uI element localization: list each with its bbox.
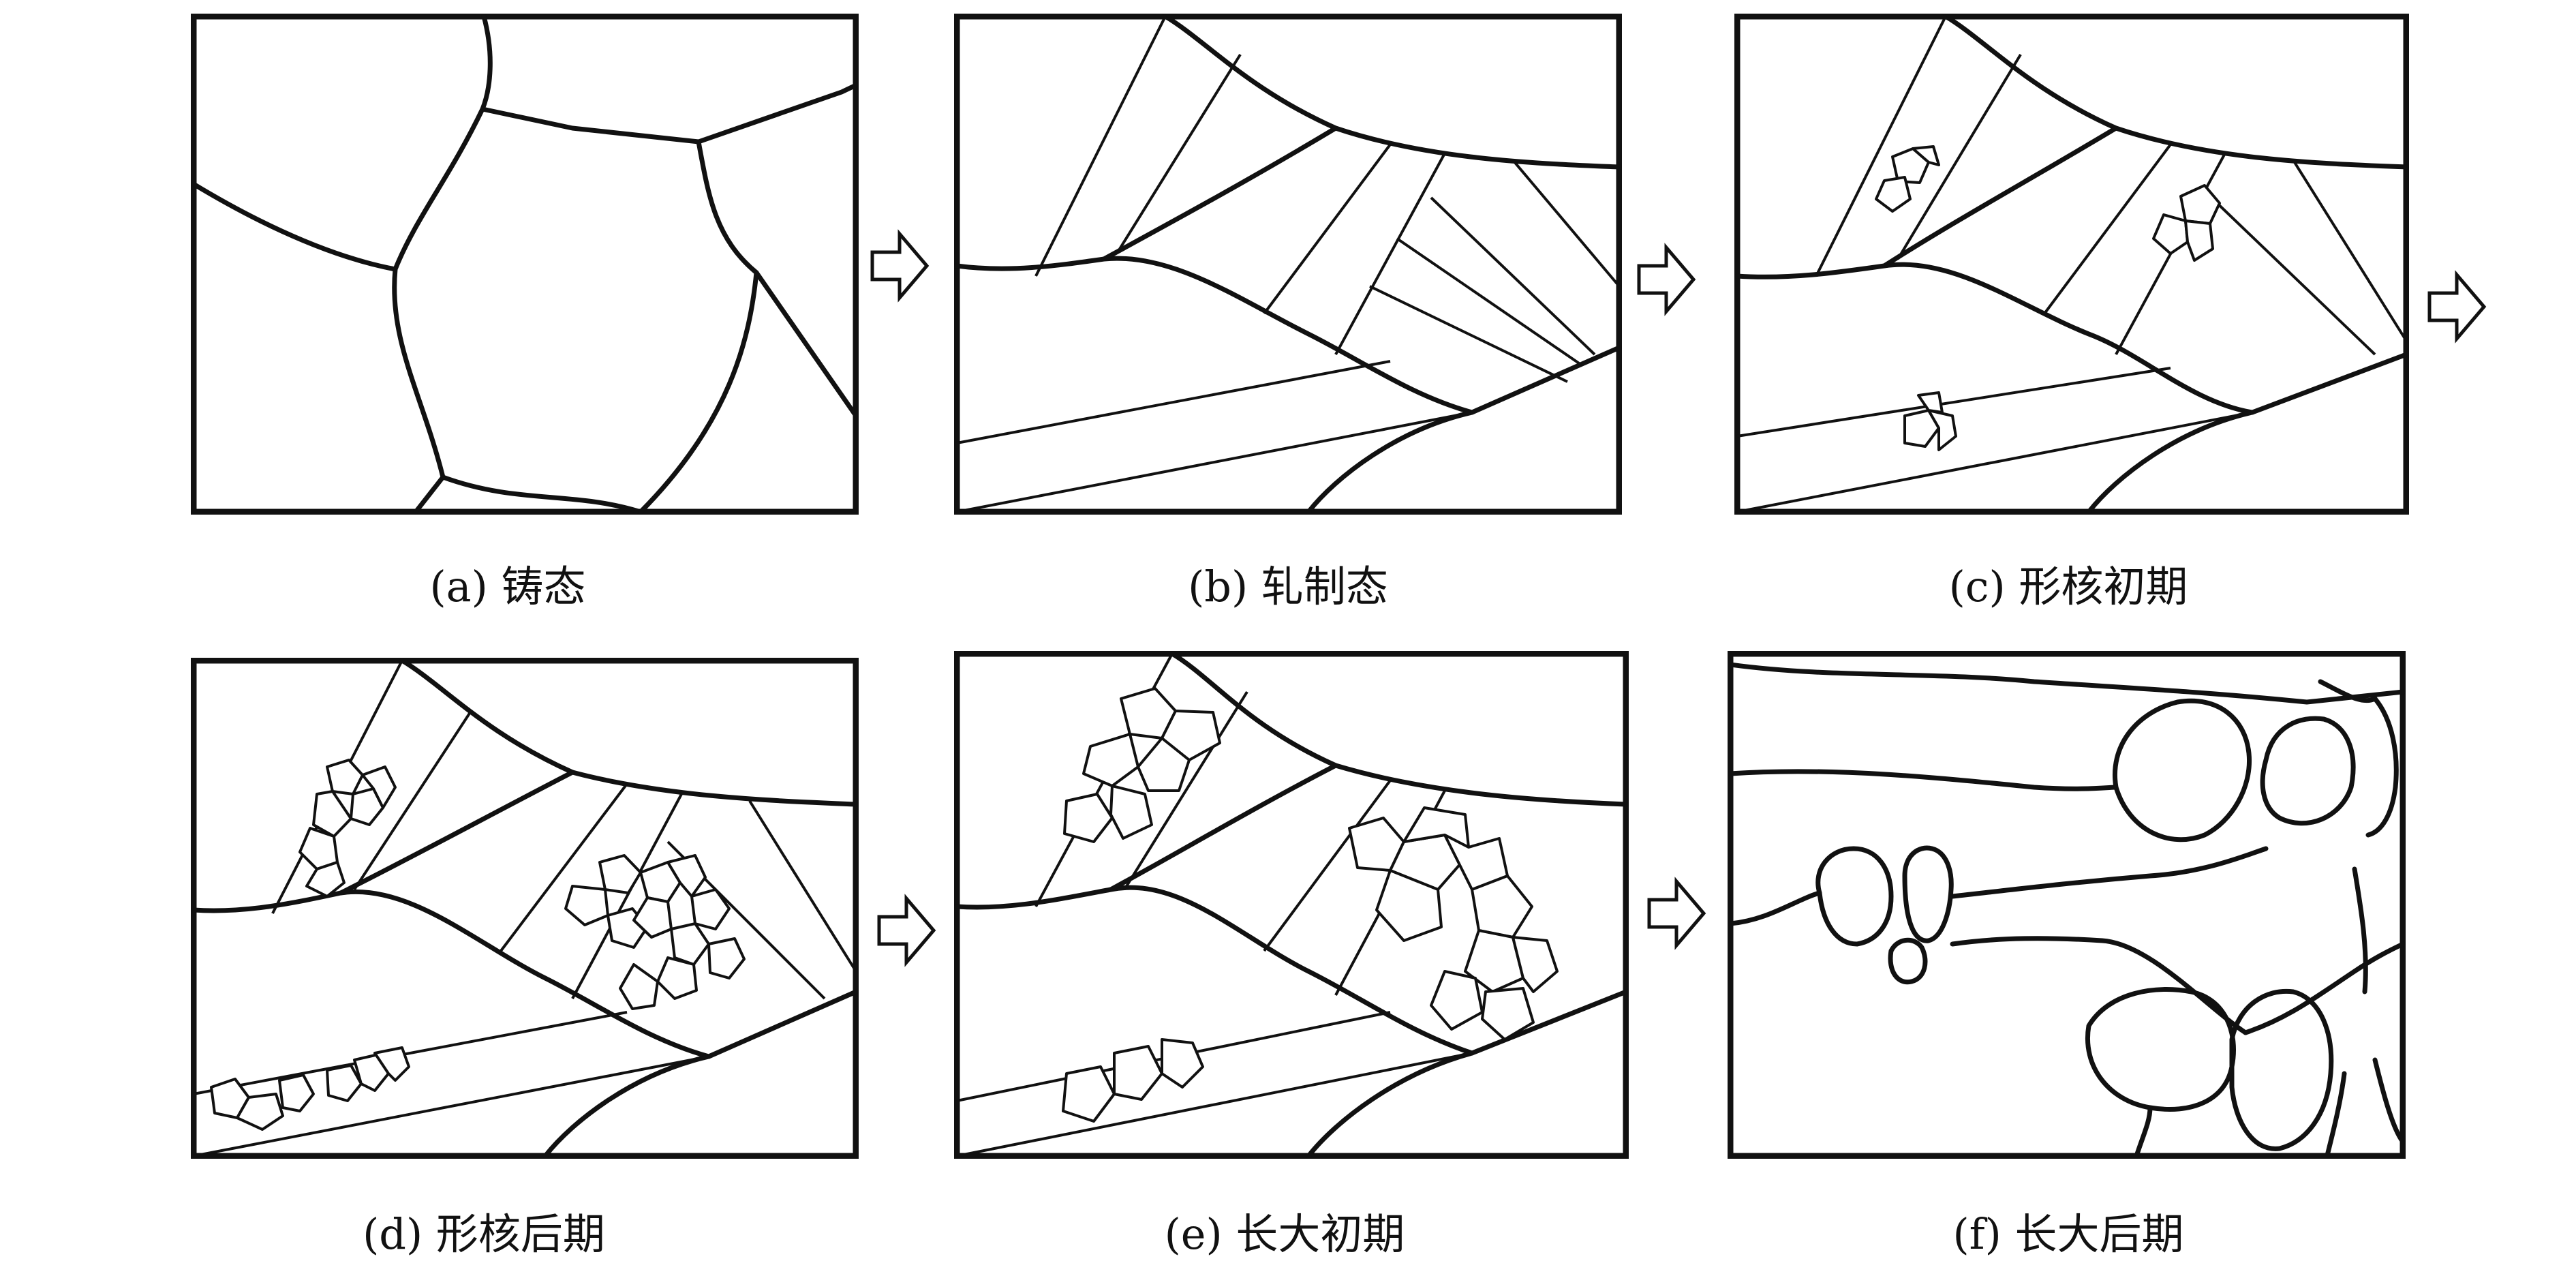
caption-b: (b) 轧制态 bbox=[1188, 562, 1388, 611]
panel-c-figure bbox=[1734, 14, 2409, 515]
caption-a: (a) 铸态 bbox=[429, 562, 586, 611]
arrow-right-icon bbox=[870, 229, 930, 303]
panel-e-figure bbox=[954, 651, 1629, 1159]
arrow-right-icon bbox=[1637, 243, 1696, 316]
panel-d-figure bbox=[191, 658, 859, 1159]
caption-e: (e) 长大初期 bbox=[1164, 1209, 1405, 1259]
panel-b bbox=[954, 14, 1622, 515]
caption-d: (d) 形核后期 bbox=[363, 1209, 605, 1259]
panel-f bbox=[1728, 651, 2406, 1159]
caption-c: (c) 形核初期 bbox=[1948, 562, 2188, 611]
arrow-right-icon bbox=[877, 894, 936, 967]
panel-a-figure bbox=[191, 14, 859, 515]
arrow-right-icon bbox=[2427, 270, 2487, 344]
panel-f-figure bbox=[1728, 651, 2406, 1159]
panel-b-figure bbox=[954, 14, 1622, 515]
panel-c bbox=[1734, 14, 2409, 515]
panel-d bbox=[191, 658, 859, 1159]
panel-a bbox=[191, 14, 859, 515]
panel-e bbox=[954, 651, 1629, 1159]
caption-f: (f) 长大后期 bbox=[1952, 1209, 2184, 1259]
arrow-right-icon bbox=[1647, 877, 1706, 950]
